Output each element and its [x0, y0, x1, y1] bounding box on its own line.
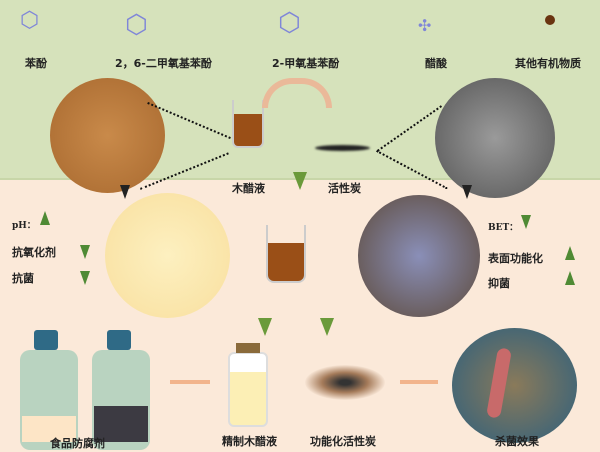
arrow-down-icon [80, 271, 90, 285]
compound-label: 苯酚 [25, 57, 47, 70]
phenol-molecule-icon: ⬡ [20, 8, 40, 33]
wood-vinegar-composition-circle [50, 78, 165, 193]
wood-vinegar-label: 木醋液 [232, 182, 265, 195]
arrow-left-icon [170, 380, 210, 384]
right-prop-label: 表面功能化 [488, 252, 543, 265]
flow-arrow-icon [120, 185, 130, 199]
refined-wood-vinegar-label: 精制木醋液 [222, 435, 277, 448]
other-organics-icon [545, 15, 555, 25]
bottle-cap-icon [34, 330, 58, 350]
cork-icon [236, 343, 260, 353]
acetic-acid-molecule-icon: ✣ [418, 16, 432, 35]
left-prop-label: 抗菌 [12, 272, 34, 285]
bactericidal-effect-circle [452, 328, 577, 443]
refined-vinegar-composition-circle [105, 193, 230, 318]
arrow-up-icon [40, 211, 50, 225]
compound-label: 醋酸 [425, 57, 447, 70]
arrow-down-icon [521, 215, 531, 229]
right-prop-label: BET： [488, 223, 519, 233]
food-preservative-label: 食品防腐剂 [50, 437, 105, 450]
flow-arrow-icon [320, 318, 334, 336]
right-prop-label: 抑菌 [488, 277, 510, 290]
treated-beaker-icon [266, 225, 306, 283]
refined-vinegar-bottle-icon [228, 352, 268, 427]
functionalized-carbon-icon [305, 365, 385, 400]
flow-arrow-icon [462, 185, 472, 199]
functionalized-carbon-sem-circle [358, 195, 480, 317]
compound-label: 2-甲氧基苯酚 [272, 57, 340, 70]
activated-carbon-label: 活性炭 [328, 182, 361, 195]
methoxyphenol-molecule-icon: ⬡ [278, 8, 301, 38]
left-prop-label: 抗氧化剂 [12, 246, 56, 259]
preservative-bottle-light [20, 350, 78, 450]
functionalized-carbon-label: 功能化活性炭 [310, 435, 376, 448]
flow-arrow-icon [293, 172, 307, 190]
wood-vinegar-beaker-icon [232, 100, 264, 148]
flow-arrow-icon [258, 318, 272, 336]
compound-label: 其他有机物质 [515, 57, 581, 70]
preservative-bottle-dark [92, 350, 150, 450]
compound-label: 2，6-二甲氧基苯酚 [115, 57, 212, 70]
activated-carbon-sem-circle [435, 78, 555, 198]
arrow-right-icon [400, 380, 438, 384]
bottle-cap-icon [107, 330, 131, 350]
activated-carbon-icon [315, 145, 370, 151]
arrow-down-icon [80, 245, 90, 259]
bactericidal-effect-label: 杀菌效果 [495, 435, 539, 448]
left-prop-label: pH： [12, 221, 36, 231]
arrow-up-icon [565, 246, 575, 260]
arrow-up-icon [565, 271, 575, 285]
dimethoxyphenol-molecule-icon: ⬡ [125, 10, 148, 40]
